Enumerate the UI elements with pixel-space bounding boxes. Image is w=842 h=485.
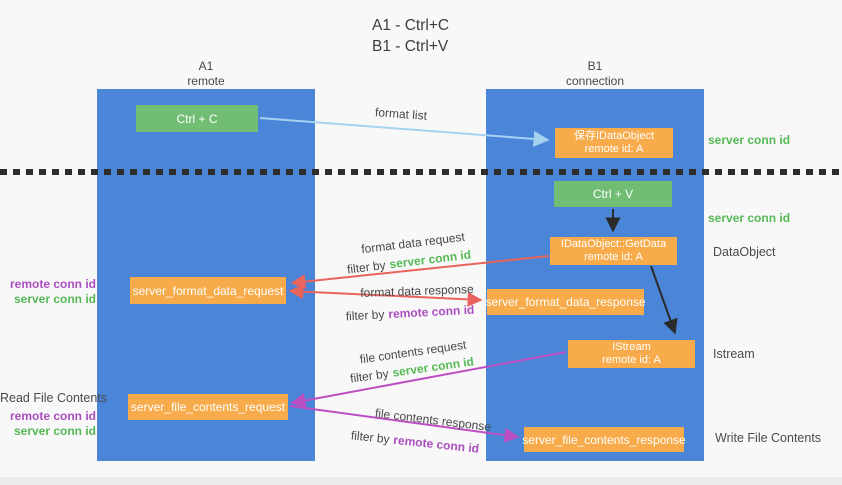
node-server-file-contents-request: server_file_contents_request xyxy=(128,394,288,420)
diagram-title: A1 - Ctrl+C B1 - Ctrl+V xyxy=(372,15,449,57)
node-save-idataobject-line2: remote id: A xyxy=(584,143,644,155)
filter-by-text: filter by xyxy=(350,428,391,447)
label-format-data-response: format data response xyxy=(360,282,474,300)
node-ctrl-c: Ctrl + C xyxy=(136,105,258,132)
annotation-server-conn-id-1: server conn id xyxy=(13,292,96,306)
node-server-format-data-response: server_format_data_response xyxy=(485,289,646,315)
lane-header-b1: B1 connection xyxy=(486,59,704,89)
annotation-server-conn-id-2: server conn id xyxy=(13,424,96,438)
node-idataobject-getdata-line1: IDataObject::GetData xyxy=(560,238,667,250)
annotation-write-file-contents: Write File Contents xyxy=(715,431,822,445)
node-idataobject-getdata: IDataObject::GetData remote id: A xyxy=(550,237,677,265)
title-line-1: A1 - Ctrl+C xyxy=(372,17,450,34)
node-istream-line1: IStream xyxy=(612,341,651,353)
filter-by-text: filter by xyxy=(346,257,387,277)
annotation-remote-conn-id-2: remote conn id xyxy=(9,409,96,423)
bottom-edge-strip xyxy=(0,477,842,485)
node-server-file-contents-response: server_file_contents_response xyxy=(522,427,686,452)
remote-conn-id-text: remote conn id xyxy=(392,432,480,456)
annotation-remote-conn-id-1: remote conn id xyxy=(9,277,96,291)
label-format-list: format list xyxy=(374,105,428,123)
lane-b1-role: connection xyxy=(565,74,625,88)
annotation-dataobject: DataObject xyxy=(713,245,776,259)
lane-a1-role: remote xyxy=(187,74,225,88)
title-line-2: B1 - Ctrl+V xyxy=(372,38,449,55)
lane-a1-name: A1 xyxy=(198,59,214,73)
node-istream-line2: remote id: A xyxy=(602,354,661,366)
node-idataobject-getdata-line2: remote id: A xyxy=(584,251,643,263)
remote-conn-id-text: remote conn id xyxy=(387,302,475,322)
session-divider xyxy=(0,169,842,175)
node-save-idataobject: 保存IDataObject remote id: A xyxy=(555,128,673,158)
annotation-server-conn-id-top: server conn id xyxy=(708,133,791,147)
node-server-format-data-request: server_format_data_request xyxy=(130,277,286,304)
label-file-contents-response: file contents response xyxy=(374,405,492,435)
annotation-read-file-contents: Read File Contents xyxy=(0,391,108,405)
node-istream: IStream remote id: A xyxy=(568,340,695,368)
annotation-server-conn-id-mid: server conn id xyxy=(708,211,791,225)
filter-by-text: filter by xyxy=(349,366,390,386)
lane-header-a1: A1 remote xyxy=(97,59,315,89)
filter-by-text: filter by xyxy=(345,307,385,324)
node-save-idataobject-line1: 保存IDataObject xyxy=(573,130,655,142)
node-ctrl-v: Ctrl + V xyxy=(554,181,672,207)
lane-b1-name: B1 xyxy=(587,59,603,73)
annotation-istream: Istream xyxy=(713,347,755,361)
